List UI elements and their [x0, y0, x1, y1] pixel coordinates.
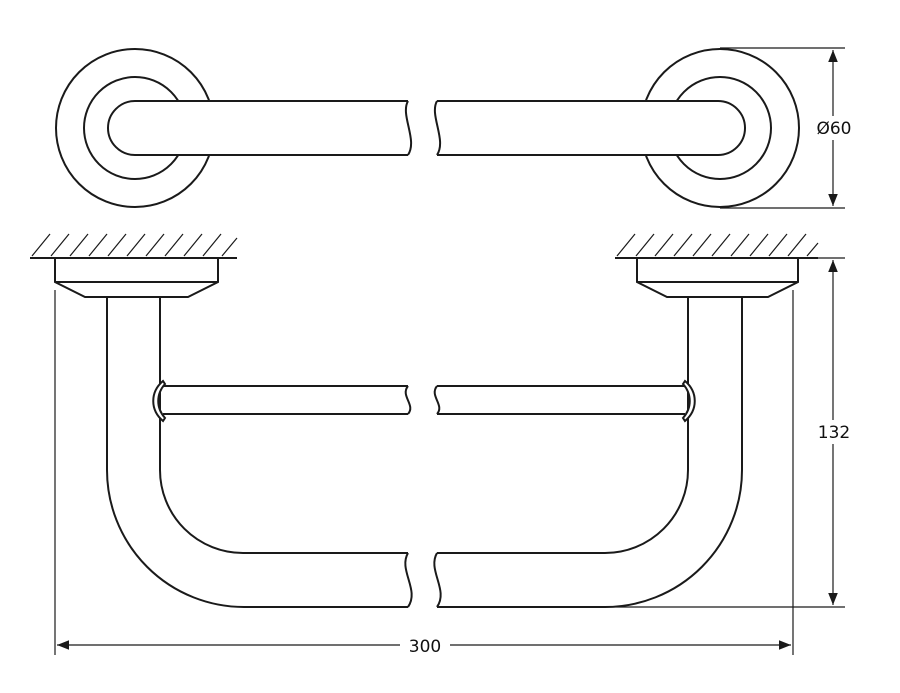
top-view: [55, 48, 800, 208]
diameter-dimension: Ø60: [720, 47, 856, 209]
diameter-label: Ø60: [816, 119, 851, 139]
break-left-top: [404, 100, 413, 156]
bar-right-top: [437, 100, 746, 156]
left-flange: [54, 257, 219, 298]
bar-left-top: [107, 100, 408, 156]
height-label: 132: [818, 423, 850, 443]
right-clip: [681, 379, 696, 423]
width-dimension: 300: [54, 290, 794, 657]
break-right-top: [433, 100, 442, 156]
wall-left: [30, 233, 238, 259]
right-flange: [636, 257, 799, 298]
height-dimension: 132: [605, 257, 856, 608]
crossbar: [152, 379, 696, 423]
left-clip: [152, 379, 167, 423]
wall-right: [615, 233, 819, 259]
width-label: 300: [409, 637, 441, 657]
u-tube: [106, 297, 743, 608]
